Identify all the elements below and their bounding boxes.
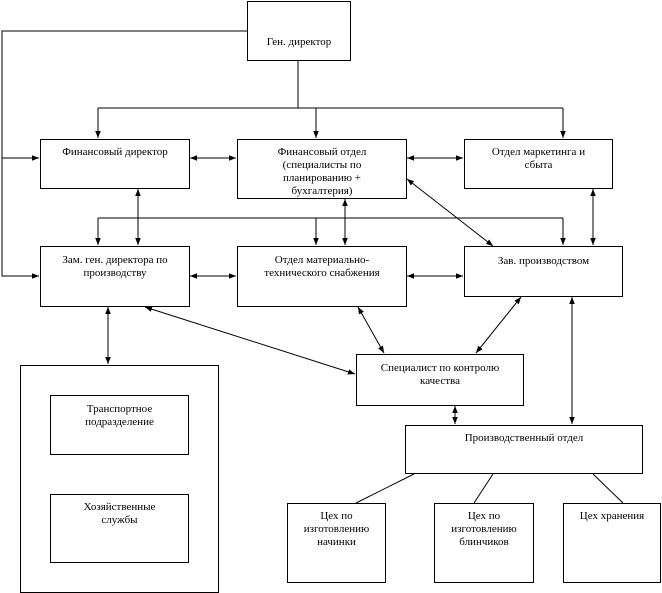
arrow-deputy-quality xyxy=(144,306,356,375)
node-gen-director-label: Ген. директор xyxy=(266,36,332,48)
node-head-production: Зав. производством xyxy=(464,246,623,297)
node-fin-department: Финансовый отдел (специалисты по планиро… xyxy=(237,139,407,199)
node-gen-director: Ген. директор xyxy=(247,1,351,61)
node-supply-department-label: Отдел материально- технического снабжени… xyxy=(264,254,380,279)
node-transport: Транспортное подразделение xyxy=(50,395,189,455)
line-prod-storage xyxy=(592,473,624,504)
node-workshop-storage: Цех хранения xyxy=(563,503,661,583)
node-workshop-pancakes-label: Цех по изготовлению блинчиков xyxy=(451,510,517,548)
arrow-head-quality xyxy=(475,296,522,354)
node-fin-department-label: Финансовый отдел (специалисты по планиро… xyxy=(277,146,367,197)
node-marketing: Отдел маркетинга и сбыта xyxy=(464,139,613,189)
node-household-label: Хозяйственные службы xyxy=(83,501,156,526)
node-household: Хозяйственные службы xyxy=(50,494,189,563)
arrow-findep-head xyxy=(406,178,494,247)
arrow-supply-quality xyxy=(357,306,385,354)
node-supply-department: Отдел материально- технического снабжени… xyxy=(237,246,407,307)
line-prod-pancakes xyxy=(473,473,494,504)
node-marketing-label: Отдел маркетинга и сбыта xyxy=(491,146,586,171)
node-fin-director-label: Финансовый директор xyxy=(62,146,168,158)
node-transport-label: Транспортное подразделение xyxy=(85,403,154,428)
node-workshop-filling-label: Цех по изготовлению начинки xyxy=(303,510,370,548)
node-head-production-label: Зав. производством xyxy=(497,255,590,267)
node-quality-specialist: Специалист по контролю качества xyxy=(356,354,524,406)
node-deputy-production: Зам. ген. директора по производству xyxy=(40,246,190,307)
node-production-department-label: Производственный отдел xyxy=(464,432,584,444)
node-production-department: Производственный отдел xyxy=(405,425,643,474)
line-prod-filling xyxy=(355,473,415,504)
node-workshop-storage-label: Цех хранения xyxy=(579,510,645,522)
node-quality-specialist-label: Специалист по контролю качества xyxy=(380,362,500,387)
node-workshop-filling: Цех по изготовлению начинки xyxy=(287,503,386,583)
node-workshop-pancakes: Цех по изготовлению блинчиков xyxy=(434,503,534,583)
node-fin-director: Финансовый директор xyxy=(40,139,190,189)
node-deputy-production-label: Зам. ген. директора по производству xyxy=(62,254,168,279)
line-gen-director-left xyxy=(1,30,247,279)
